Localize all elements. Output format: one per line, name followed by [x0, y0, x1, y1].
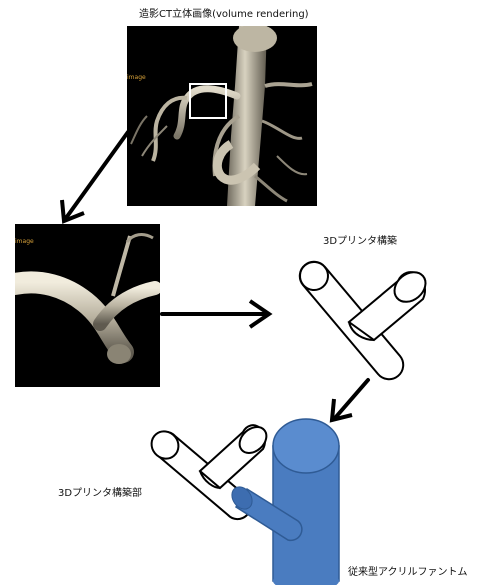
arrow-to-model: [162, 301, 269, 327]
3d-printed-model-drawing: [294, 256, 431, 379]
arrow-to-zoom: [62, 132, 128, 221]
model-caption: 3Dプリンタ構築: [323, 236, 397, 248]
arrow-to-assembly: [332, 380, 368, 420]
printed-part-caption: 3Dプリンタ構築部: [58, 488, 142, 500]
phantom-caption: 従来型アクリルファントム: [348, 567, 468, 579]
acrylic-phantom: [273, 419, 339, 585]
